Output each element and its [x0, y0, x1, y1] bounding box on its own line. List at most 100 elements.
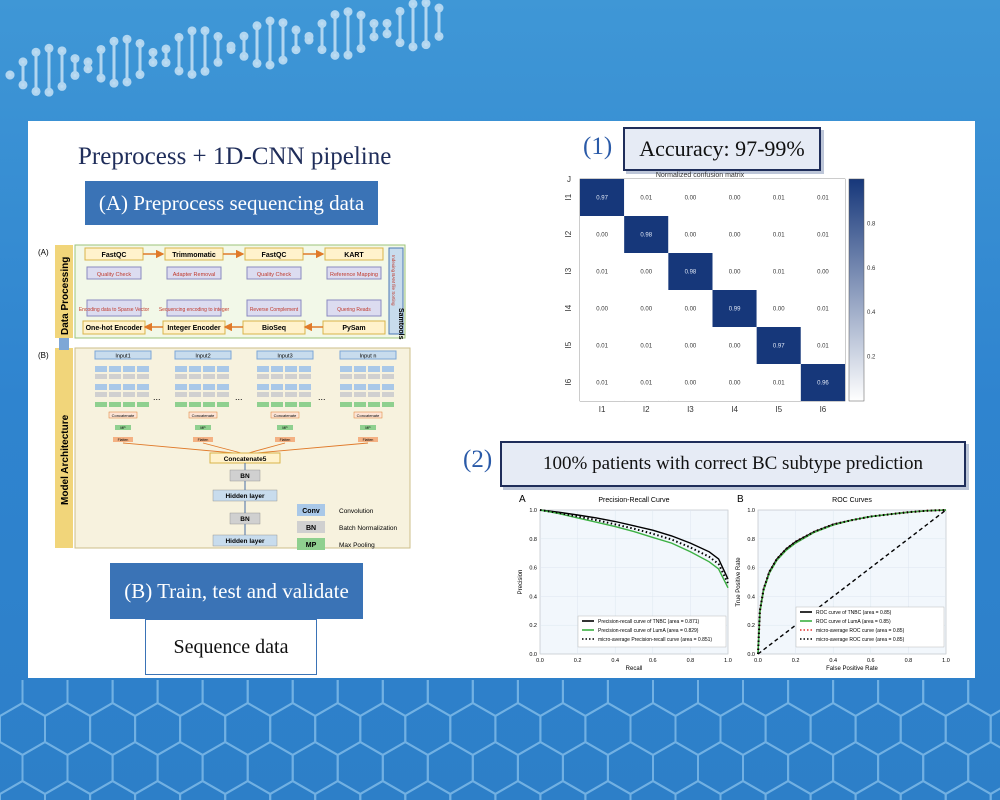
y-tick-label: 1.0: [529, 508, 537, 514]
dna-node: [434, 31, 444, 41]
dna-node: [252, 21, 262, 31]
dna-node: [304, 35, 314, 45]
dna-node: [70, 54, 80, 64]
curve-title: Precision-Recall Curve: [598, 497, 669, 504]
cm-row-label: I3: [564, 267, 573, 274]
cm-cell: [800, 253, 845, 290]
mp-label: MP: [120, 426, 126, 430]
section-b-box: (B) Train, test and validate: [110, 563, 363, 619]
bn-block: [340, 392, 352, 397]
cm-corner-label: J: [567, 175, 571, 184]
dna-node: [330, 50, 340, 60]
cm-cell: [580, 179, 625, 216]
bn-block: [285, 374, 297, 379]
dna-helix-background: [5, 0, 444, 97]
cm-cell-value: 0.00: [685, 381, 697, 387]
hexagon: [269, 779, 317, 800]
cm-col-label: I6: [820, 405, 827, 414]
page-title: Preprocess + 1D-CNN pipeline: [78, 143, 392, 170]
dna-node: [174, 32, 184, 42]
mp-block: [123, 402, 135, 407]
step-name: Sequencing encoding to integer: [159, 307, 230, 313]
hexagon: [224, 701, 272, 757]
bn-block: [203, 392, 215, 397]
side-b-label: Model Architecture: [60, 414, 71, 505]
dna-node: [421, 0, 431, 8]
cm-cell: [800, 290, 845, 327]
bn-block: [109, 392, 121, 397]
cm-colorbar: [848, 178, 865, 402]
hexagon: [44, 701, 92, 757]
y-axis-label: True Positive Rate: [736, 557, 742, 607]
conv-block: [217, 366, 229, 372]
input-box: [174, 350, 232, 360]
mp-block: [217, 402, 229, 407]
y-tick-label: 0.0: [747, 652, 755, 658]
hexagon: [291, 680, 339, 718]
cm-col-label: I3: [687, 405, 694, 414]
down-arrow-icon: [59, 338, 69, 350]
conv-block: [109, 384, 121, 390]
dna-node: [148, 57, 158, 67]
hexagon-pattern-background: [0, 680, 1000, 800]
hexagon: [674, 701, 722, 757]
cm-col-label: I2: [643, 405, 650, 414]
hexagon: [899, 779, 947, 800]
bn-block: [95, 374, 107, 379]
mp-block: [285, 402, 297, 407]
legend-label: ROC curve of LumA (area = 0.85): [816, 619, 891, 625]
mp-block: [109, 402, 121, 407]
flatten-label: Flatten: [118, 438, 129, 442]
conv-block: [137, 384, 149, 390]
cm-cell-value: 0.01: [596, 381, 608, 387]
hexagon: [494, 779, 542, 800]
y-tick-label: 0.8: [747, 537, 755, 543]
hexagon: [809, 779, 857, 800]
cm-cell-value: 0.00: [817, 270, 829, 276]
step-box: [326, 266, 382, 280]
flatten-label: Flatten: [198, 438, 209, 442]
dna-node: [213, 57, 223, 67]
hexagon: [719, 701, 767, 757]
mp-block: [271, 402, 283, 407]
merge-arrow: [122, 442, 246, 455]
cm-cell-value: 0.00: [640, 270, 652, 276]
mp-block: [299, 402, 311, 407]
hexagon: [449, 779, 497, 800]
hexagon: [832, 740, 880, 796]
tool-name: FastQC: [102, 252, 127, 259]
conv-block: [299, 384, 311, 390]
cm-cell-value: 0.00: [729, 233, 741, 239]
hexagon: [0, 701, 46, 757]
hexagon: [336, 740, 384, 796]
conv-block: [175, 384, 187, 390]
bn-block: [95, 392, 107, 397]
step-name: Encoding data to Sparse Vector: [79, 307, 150, 313]
hexagon: [359, 701, 407, 757]
dna-node: [317, 19, 327, 29]
hexagon: [539, 779, 587, 800]
cm-cell: [800, 216, 845, 253]
bn-block: [382, 374, 394, 379]
conv-block: [123, 366, 135, 372]
hexagon: [832, 680, 880, 718]
legend-desc: Convolution: [339, 508, 374, 515]
cm-cell-value: 0.01: [596, 270, 608, 276]
mp-box: [277, 425, 293, 430]
dna-node: [421, 40, 431, 50]
dna-node: [408, 0, 418, 9]
curve-title: ROC Curves: [832, 497, 872, 504]
step-box: [166, 299, 222, 317]
conv-block: [203, 384, 215, 390]
dna-node: [31, 86, 41, 96]
hexagon: [44, 779, 92, 800]
hexagon: [426, 680, 474, 718]
pipeline-diagram: (A) (B) Data Processing Model Architectu…: [38, 244, 411, 550]
side-a-bar: [55, 245, 73, 338]
cm-col-label: I4: [731, 405, 738, 414]
cm-cell-value: 0.96: [817, 381, 829, 387]
bn-block: [203, 374, 215, 379]
cm-cell: [624, 179, 669, 216]
bn-block: [175, 392, 187, 397]
samtools-label: Samtools: [397, 308, 404, 340]
